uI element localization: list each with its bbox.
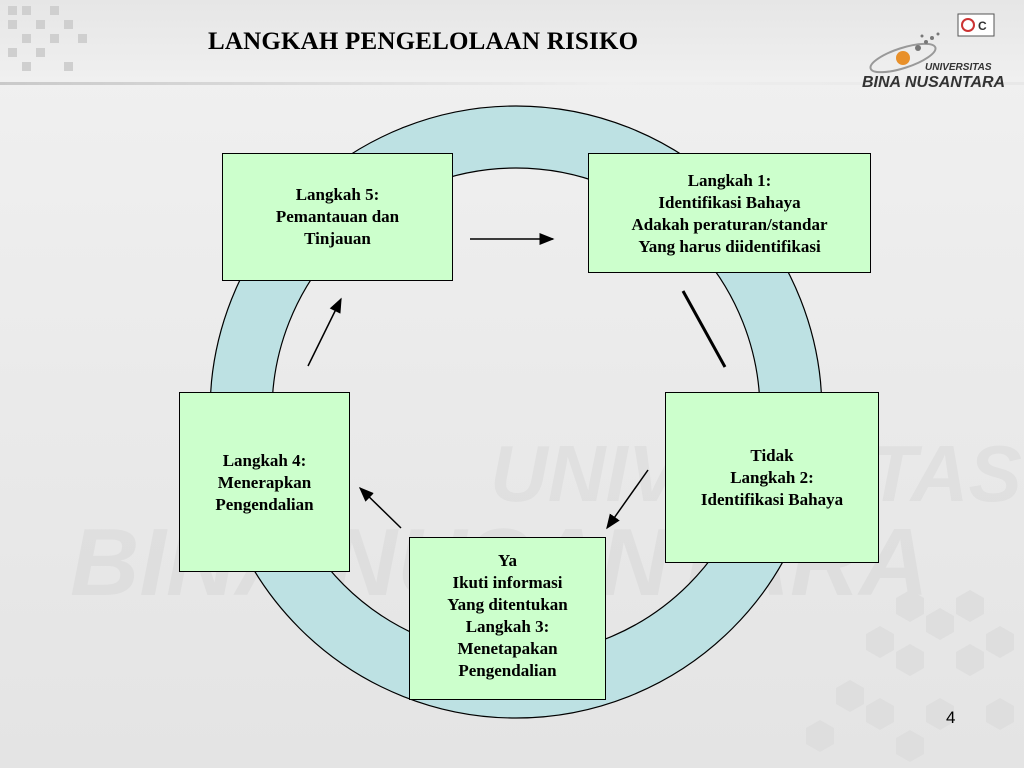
logo-text-bina-nusantara: BINA NUSANTARA [862,74,1006,91]
step-3-line-5: Menetapakan [457,639,558,659]
step-3-box: Ya Ikuti informasi Yang ditentukan Langk… [409,537,606,700]
university-logo-icon: C [869,13,995,74]
step-3-line-1: Ya [498,551,517,570]
page-number: 4 [946,708,956,727]
slide-title: LANGKAH PENGELOLAAN RISIKO [208,28,639,55]
logo-text-universitas: UNIVERSITAS [925,62,992,73]
step-2-line-3: Identifikasi Bahaya [700,490,844,510]
step-5-line-3: Tinjauan [304,229,371,249]
step-2-line-2: Langkah 2: [730,468,814,488]
step-1-line-3: Adakah peraturan/standar [631,215,828,235]
arrow-4-to-5 [307,297,342,367]
arrow-3-to-4 [358,486,402,529]
header-band [0,0,1024,82]
step-3-line-4: Langkah 3: [465,617,550,637]
step-1-line-4: Yang harus diidentifikasi [638,237,821,257]
step-5-line-1: Langkah 5: [295,185,380,204]
step-4-line-1: Langkah 4: [222,451,307,470]
arrow-2-to-3 [606,469,649,530]
step-5-line-2: Pemantauan dan [275,207,400,227]
step-4-line-3: Pengendalian [215,495,314,515]
step-1-line-1: Langkah 1: [687,171,772,190]
step-2-box: Tidak Langkah 2: Identifikasi Bahaya [665,392,879,563]
step-2-line-1: Tidak [750,446,794,465]
connector-1-to-2 [681,290,727,368]
svg-text:C: C [978,19,987,33]
step-1-box: Langkah 1: Identifikasi Bahaya Adakah pe… [588,153,871,273]
step-4-line-2: Menerapkan [217,473,312,493]
step-3-line-3: Yang ditentukan [447,595,568,615]
decorative-hexagons [806,590,1014,762]
step-3-line-2: Ikuti informasi [452,573,563,593]
step-5-box: Langkah 5: Pemantauan dan Tinjauan [222,153,453,281]
step-3-line-6: Pengendalian [458,661,557,681]
step-1-line-2: Identifikasi Bahaya [658,193,801,213]
decorative-squares [8,6,87,71]
header-divider [0,82,1024,85]
step-4-box: Langkah 4: Menerapkan Pengendalian [179,392,350,572]
